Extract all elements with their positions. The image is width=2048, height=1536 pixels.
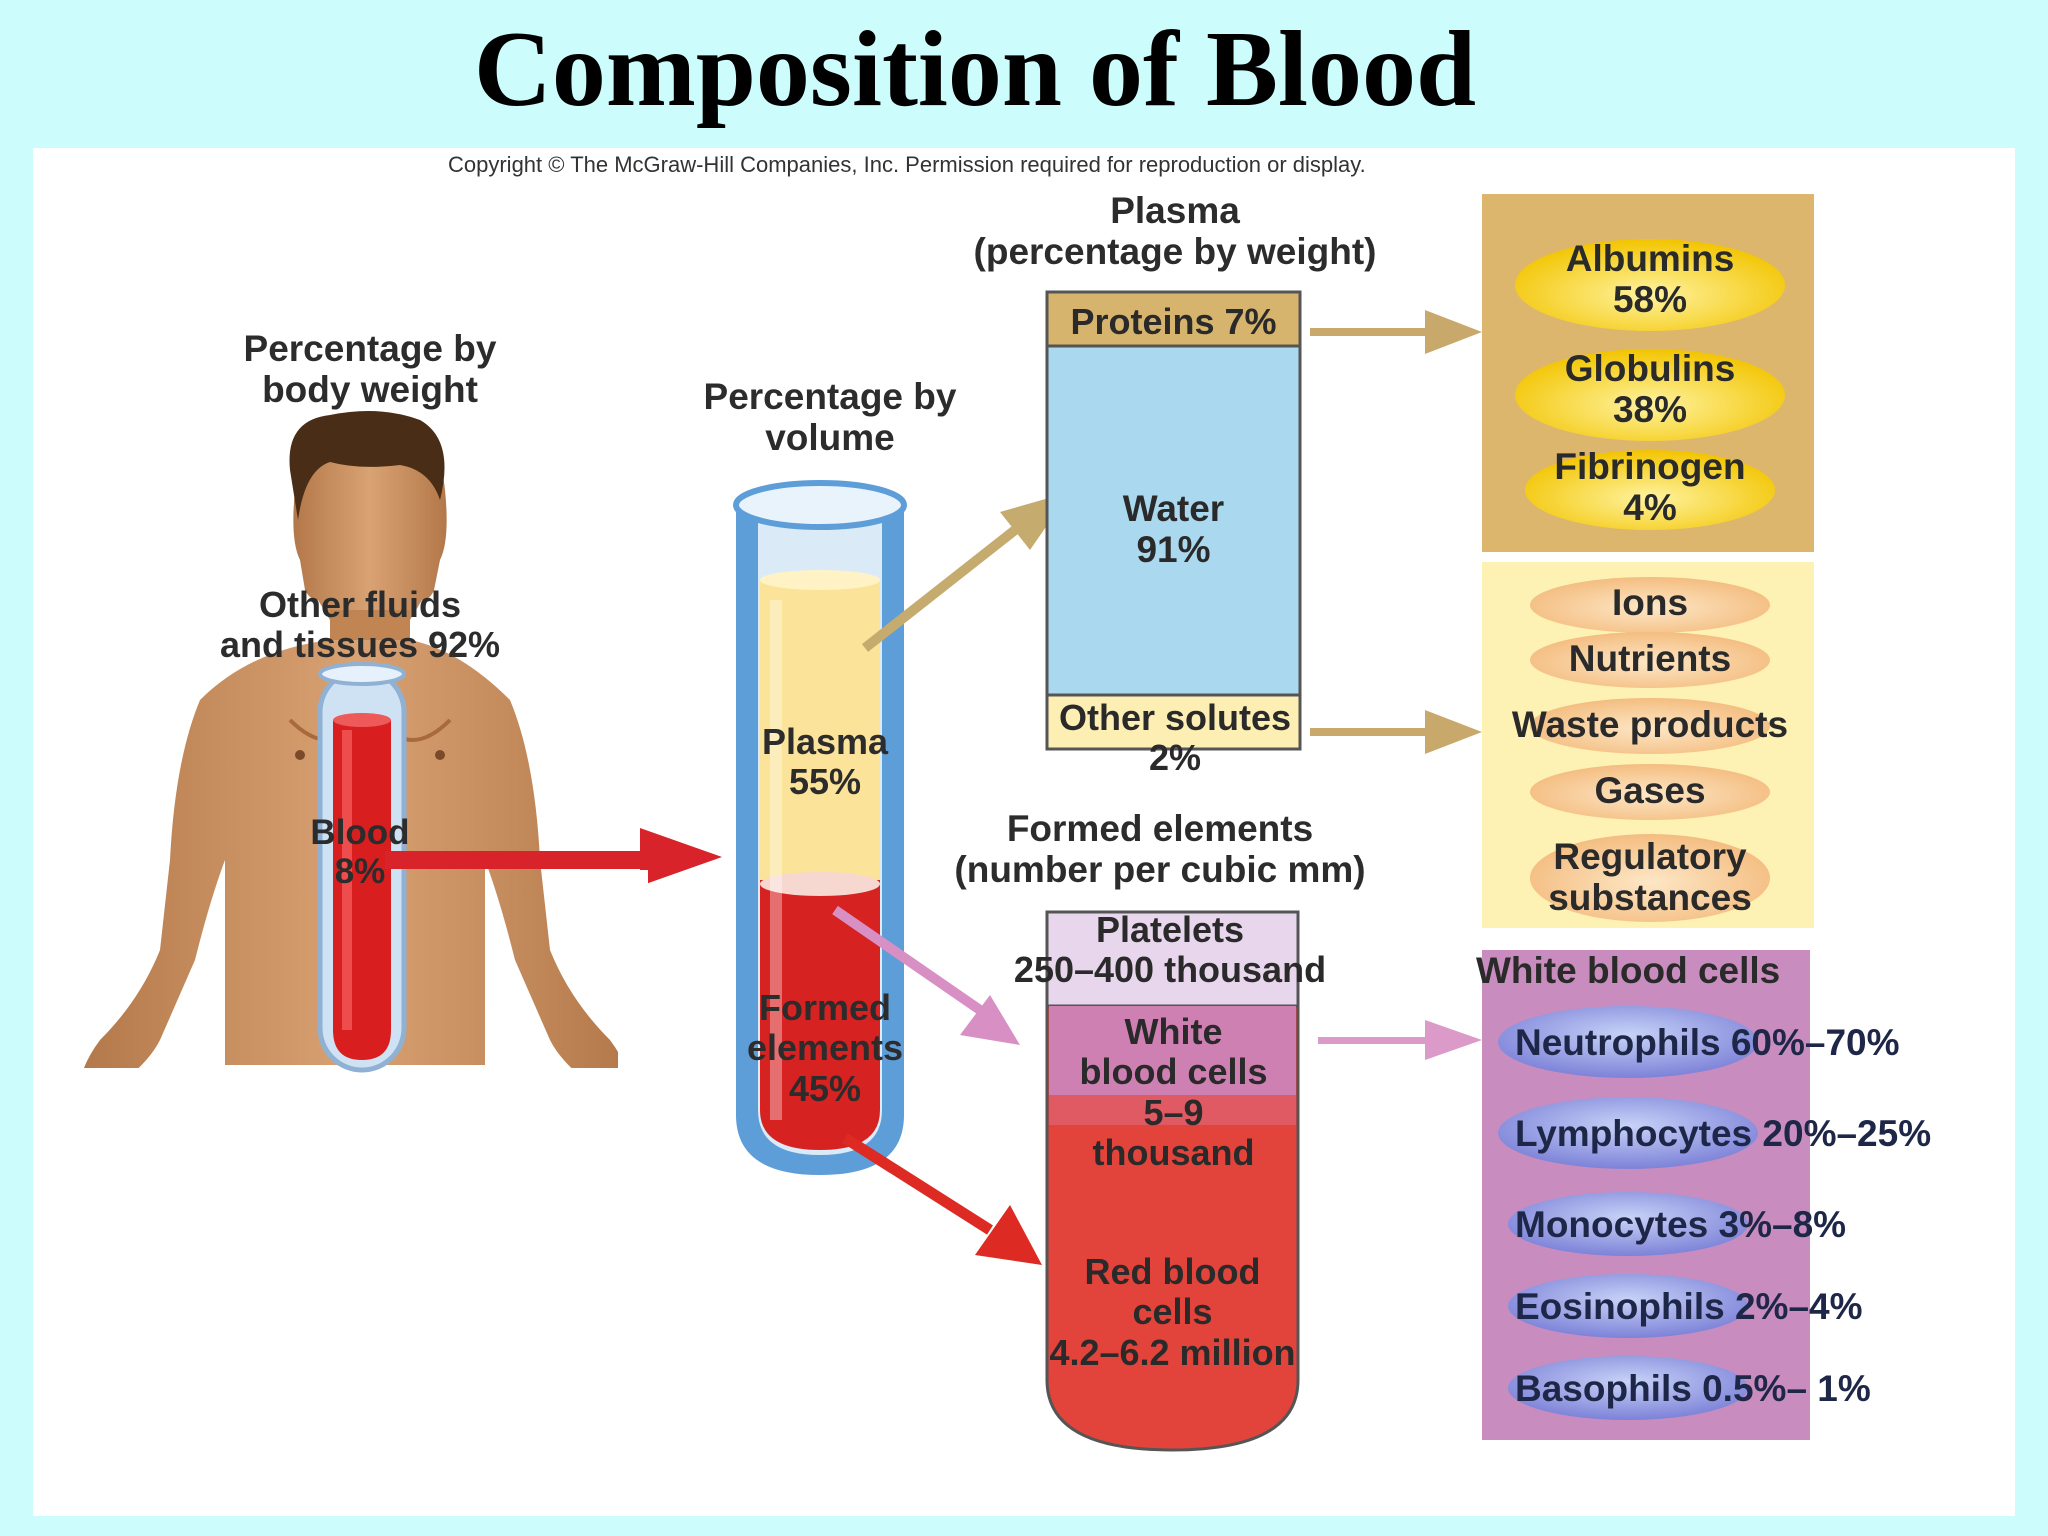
regulatory-label: Regulatory substances	[1548, 836, 1752, 919]
proteins-arrow	[1310, 310, 1482, 354]
waste-products-pill	[1530, 698, 1770, 754]
wbc-types-arrow	[1318, 1020, 1482, 1060]
rbc-count-label: Red blood cells 4.2–6.2 million	[1049, 1251, 1296, 1373]
gases-label: Gases	[1594, 770, 1706, 811]
wbc-arrow	[832, 905, 1020, 1045]
proteins-label: Proteins 7%	[1070, 301, 1277, 342]
basophils-pill	[1508, 1356, 1748, 1420]
formed-heading: Formed elements (number per cubic mm)	[954, 808, 1366, 891]
plasma-composition-box	[1045, 290, 1302, 751]
blood-arrow	[385, 828, 722, 886]
globulins-label: Globulins 38%	[1564, 348, 1736, 431]
basophils-label: Basophils 0.5%– 1%	[1515, 1368, 1871, 1409]
ions-pill	[1530, 577, 1770, 633]
neutrophils-pill	[1498, 1006, 1758, 1078]
wbc-heading: White blood cells	[1476, 950, 1781, 991]
page-title: Composition of Blood	[473, 10, 1477, 129]
waste-products-label: Waste products	[1511, 704, 1789, 745]
solutes-arrow	[1310, 710, 1482, 754]
body-weight-heading: Percentage by body weight	[243, 328, 497, 411]
regulatory-pill	[1530, 834, 1770, 922]
neutrophils-label: Neutrophils 60%–70%	[1515, 1022, 1900, 1063]
other-solutes-label: Other solutes 2%	[1058, 697, 1292, 779]
water-label: Water 91%	[1122, 488, 1225, 571]
platelets-label: Platelets 250–400 thousand	[1013, 909, 1327, 991]
volume-heading: Percentage by volume	[703, 376, 957, 459]
albumins-pill	[1515, 239, 1785, 331]
nutrients-pill	[1530, 632, 1770, 688]
monocytes-label: Monocytes 3%–8%	[1515, 1204, 1847, 1245]
other-fluids-label: Other fluids and tissues 92%	[219, 584, 501, 666]
monocytes-pill	[1508, 1192, 1748, 1256]
eosinophils-pill	[1508, 1274, 1748, 1338]
lymphocytes-pill	[1498, 1097, 1758, 1169]
fibrinogen-label: Fibrinogen 4%	[1554, 446, 1746, 529]
plasma-volume-label: Plasma 55%	[761, 721, 889, 803]
volume-test-tube	[733, 480, 907, 1175]
formed-elements-box	[1045, 910, 1300, 1452]
nutrients-label: Nutrients	[1568, 638, 1732, 679]
globulins-pill	[1515, 349, 1785, 441]
plasma-heading: Plasma (percentage by weight)	[973, 190, 1377, 273]
wbc-count-label: White blood cells 5–9 thousand	[1079, 1011, 1268, 1173]
lymphocytes-label: Lymphocytes 20%–25%	[1515, 1113, 1932, 1154]
fibrinogen-pill	[1525, 450, 1775, 530]
ions-label: Ions	[1611, 582, 1689, 623]
albumins-label: Albumins 58%	[1565, 238, 1735, 321]
blood-percent-label: Blood 8%	[310, 813, 410, 892]
eosinophils-label: Eosinophils 2%–4%	[1515, 1286, 1863, 1327]
copyright-notice: Copyright © The McGraw-Hill Companies, I…	[448, 152, 1366, 177]
formed-volume-label: Formed elements 45%	[746, 987, 904, 1109]
gases-pill	[1530, 764, 1770, 820]
rbc-arrow	[842, 1133, 1042, 1265]
body-test-tube	[317, 662, 407, 1073]
